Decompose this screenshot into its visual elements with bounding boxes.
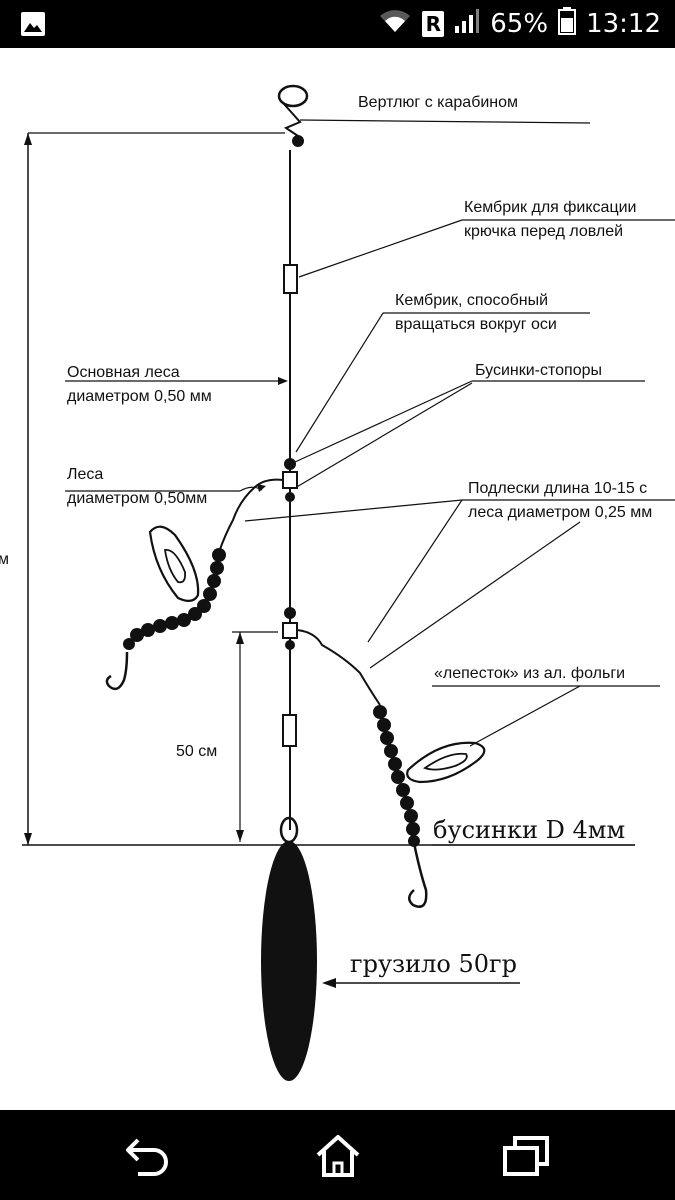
- battery-percent: 65%: [490, 9, 549, 39]
- label-line-1: Леса: [67, 466, 103, 483]
- recent-apps-icon: [503, 1136, 549, 1176]
- label-50cm: 50 см: [176, 743, 217, 760]
- carabiner: [277, 84, 309, 108]
- navigation-bar: [0, 1110, 675, 1200]
- label-beads-d: бусинки D 4мм: [433, 816, 625, 844]
- label-line-2: диаметром 0,50мм: [67, 490, 207, 507]
- label-main-line-2: диаметром 0,50 мм: [67, 388, 212, 405]
- back-button[interactable]: [118, 1128, 178, 1184]
- label-kembrik-fix-2: крючка перед ловлей: [464, 223, 623, 240]
- home-button[interactable]: [308, 1128, 368, 1184]
- label-leaders-1: Подлески длина 10-15 с: [468, 480, 647, 497]
- roaming-badge: R: [422, 11, 445, 37]
- label-swivel: Вертлюг с карабином: [358, 94, 518, 111]
- label-side-edge: м: [0, 551, 9, 568]
- fishing-rig-diagram: Вертлюг с карабином Кембрик для фиксации…: [0, 48, 675, 1110]
- label-petal: «лепесток» из ал. фольги: [434, 665, 625, 682]
- label-leaders-2: леса диаметром 0,25 мм: [468, 504, 652, 521]
- status-bar: R 65% 13:12: [0, 0, 675, 48]
- label-main-line-1: Основная леса: [67, 364, 180, 381]
- sinker-weight: [261, 841, 317, 1081]
- recent-apps-button[interactable]: [496, 1128, 556, 1184]
- label-kembrik-fix-1: Кембрик для фиксации: [464, 199, 636, 216]
- label-sinker: грузило 50гр: [350, 950, 517, 978]
- wifi-icon: [378, 8, 412, 41]
- battery-icon: [558, 6, 577, 42]
- label-kembrik-rot-1: Кембрик, способный: [395, 292, 548, 309]
- signal-icon: [454, 8, 480, 41]
- label-bead-stoppers: Бусинки-стопоры: [475, 362, 602, 379]
- gallery-notification-icon: [20, 11, 46, 42]
- back-arrow-icon: [126, 1138, 168, 1176]
- label-kembrik-rot-2: вращаться вокруг оси: [395, 316, 557, 333]
- home-icon: [316, 1135, 360, 1177]
- rig-drawing: Вертлюг с карабином Кембрик для фиксации…: [0, 84, 675, 1081]
- clock: 13:12: [586, 9, 661, 39]
